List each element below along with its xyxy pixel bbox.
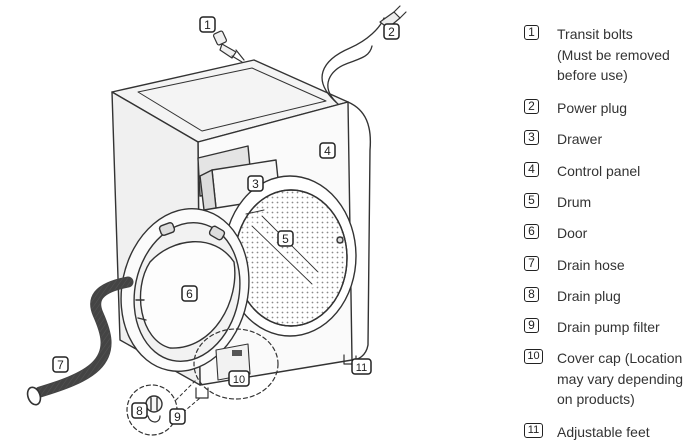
callout-9: 9: [169, 408, 186, 425]
legend-label: Adjustable feet: [557, 424, 650, 440]
callout-11: 11: [351, 358, 372, 375]
svg-text:7: 7: [57, 358, 64, 372]
drain-plug: [147, 415, 161, 423]
legend-label: Door: [557, 225, 588, 241]
legend-label: Control panel: [557, 163, 641, 179]
callout-8: 8: [131, 402, 148, 419]
callout-markers: 1 2 3 4 5 6 7 8 9 10 11: [52, 16, 400, 425]
legend-number: 6: [524, 224, 539, 239]
svg-text:4: 4: [324, 144, 331, 158]
svg-text:1: 1: [204, 18, 211, 32]
legend-label: Transit bolts (Must be removed before us…: [557, 26, 670, 83]
callout-2: 2: [383, 23, 400, 40]
legend-label: Cover cap (Location may vary depending o…: [557, 350, 684, 407]
callout-7: 7: [52, 356, 69, 373]
legend-number: 3: [524, 130, 539, 145]
legend-label: Drain plug: [557, 288, 621, 304]
svg-text:6: 6: [186, 287, 193, 301]
legend-number: 8: [524, 287, 539, 302]
legend-number: 5: [524, 193, 539, 208]
legend-label: Drain hose: [557, 257, 625, 273]
legend-number: 10: [524, 349, 543, 364]
callout-6: 6: [181, 285, 198, 302]
legend-label: Drain pump filter: [557, 319, 660, 335]
transit-bolt: [212, 30, 245, 63]
drain-area-highlight: [193, 328, 279, 400]
svg-text:11: 11: [356, 362, 367, 374]
svg-text:10: 10: [233, 374, 245, 386]
legend-number: 2: [524, 99, 539, 114]
callout-5: 5: [277, 230, 294, 247]
legend-number: 7: [524, 256, 539, 271]
svg-text:8: 8: [136, 404, 143, 418]
svg-text:2: 2: [388, 25, 395, 39]
legend-number: 1: [524, 25, 539, 40]
legend-label: Drawer: [557, 131, 603, 147]
legend-number: 11: [524, 423, 543, 438]
legend-label: Drum: [557, 194, 592, 210]
callout-10: 10: [228, 370, 250, 387]
legend-number: 9: [524, 318, 539, 333]
svg-text:5: 5: [282, 232, 289, 246]
svg-text:3: 3: [252, 177, 259, 191]
svg-text:9: 9: [174, 410, 181, 424]
washing-machine-diagram: 1 2 3 4 5 6 7 8 9 10 11: [26, 5, 407, 436]
callout-1: 1: [199, 16, 216, 33]
legend-label: Power plug: [557, 100, 628, 116]
drain-pump-filter: [145, 395, 163, 413]
callout-3: 3: [247, 175, 264, 192]
callout-4: 4: [319, 142, 336, 159]
legend-number: 4: [524, 162, 539, 177]
power-cord: [321, 17, 385, 105]
